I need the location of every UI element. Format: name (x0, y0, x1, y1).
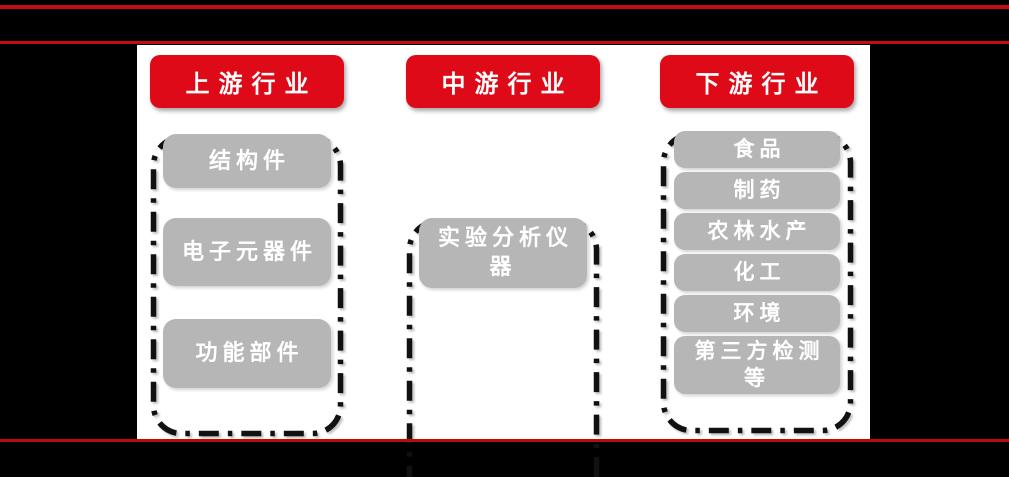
downstream-item-food: 食品 (674, 131, 840, 168)
upstream-dashed-container: 结构件 电子元器件 功能部件 (150, 134, 344, 437)
column-upstream: 上游行业 结构件 电子元器件 功能部件 (150, 55, 344, 437)
downstream-header: 下游行业 (660, 55, 854, 108)
column-downstream: 下游行业 食品 制药 农林水产 化工 环境 第三方检测等 (660, 55, 854, 434)
downstream-item-environment: 环境 (674, 295, 840, 332)
downstream-item-agriculture-forestry-fishery: 农林水产 (674, 213, 840, 250)
dashed-border (406, 218, 600, 477)
dashed-border (150, 134, 344, 437)
downstream-item-pharma: 制药 (674, 172, 840, 209)
column-midstream: 中游行业 实验分析仪器 (406, 55, 600, 477)
upstream-item-structural-parts: 结构件 (163, 134, 331, 188)
upstream-item-functional-parts: 功能部件 (163, 319, 331, 388)
downstream-item-third-party-testing: 第三方检测等 (674, 336, 840, 394)
bottom-divider-line (0, 439, 1009, 442)
diagram-panel: 上游行业 结构件 电子元器件 功能部件 中游行业 实验分析仪器 下游行业 (137, 45, 870, 477)
header-divider-line (0, 41, 1009, 44)
upstream-item-electronic-components: 电子元器件 (163, 218, 331, 286)
dashed-border (660, 131, 854, 434)
midstream-item-lab-analysis-instruments: 实验分析仪器 (419, 218, 587, 288)
upstream-header: 上游行业 (150, 55, 344, 108)
midstream-dashed-container: 实验分析仪器 (406, 218, 600, 477)
downstream-dashed-container: 食品 制药 农林水产 化工 环境 第三方检测等 (660, 131, 854, 434)
midstream-header: 中游行业 (406, 55, 600, 108)
downstream-item-chemical: 化工 (674, 254, 840, 291)
top-divider-line (0, 5, 1009, 9)
